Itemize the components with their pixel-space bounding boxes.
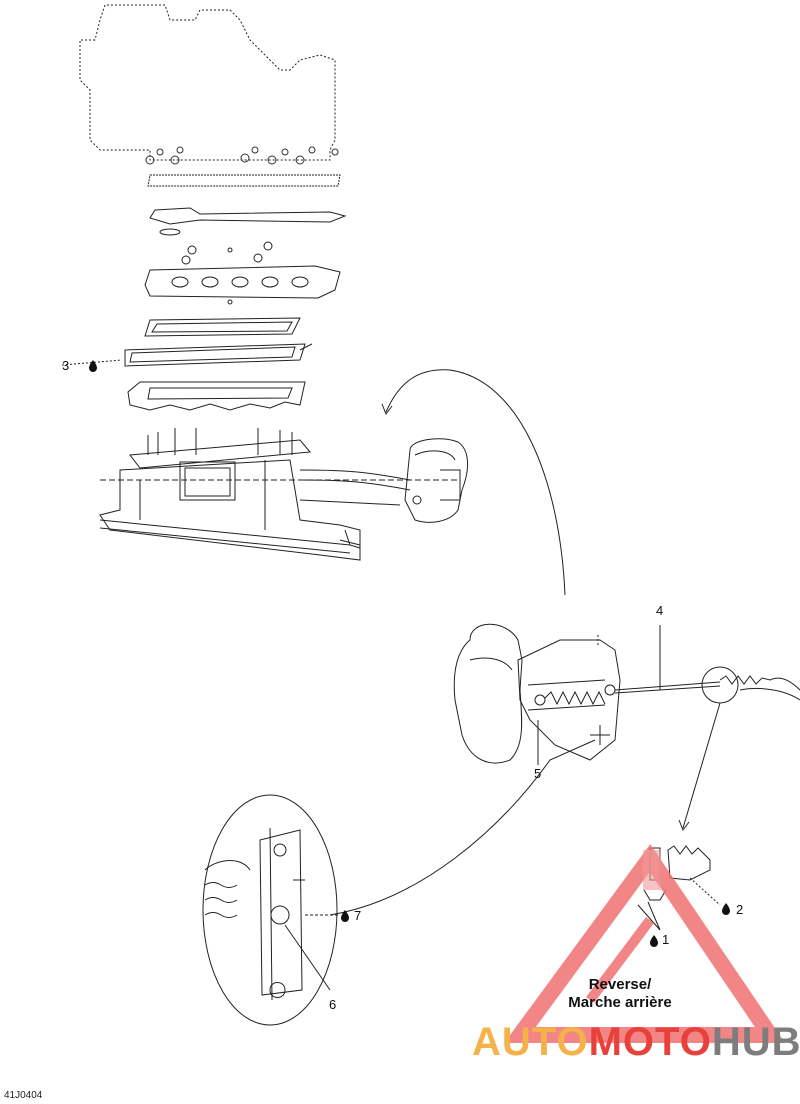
head-plate	[144, 265, 341, 299]
caption-line1: Reverse/	[588, 976, 652, 993]
callout-7: 7	[354, 908, 362, 923]
leader-zoom	[329, 739, 596, 916]
watermark-hub: HUB	[711, 1020, 800, 1064]
callout-5: 5	[534, 766, 542, 781]
engine-outline	[79, 4, 336, 161]
drop-icon	[89, 360, 730, 947]
callout-2: 2	[736, 902, 744, 917]
reverse-handle-top	[404, 438, 468, 523]
zoom-pivot-bolt	[270, 905, 290, 925]
callout-4: 4	[656, 603, 664, 618]
upper-gasket	[149, 207, 347, 225]
callout-6: 6	[329, 997, 337, 1012]
watermark-moto: MOTO	[588, 1020, 712, 1064]
zoom-spring	[204, 882, 238, 918]
cable-fitting	[719, 675, 800, 691]
callout-1: 1	[662, 932, 670, 947]
reverse-handle-lower	[453, 623, 523, 764]
caption-line2: Marche arrière	[568, 994, 672, 1011]
cable-item-4	[614, 681, 721, 691]
carb-base	[129, 439, 311, 469]
watermark-auto: AUTO	[472, 1020, 589, 1064]
cover-plate	[144, 317, 301, 337]
watermark-text: AUTOMOTOHUB	[472, 1020, 800, 1065]
o-ring	[159, 228, 181, 236]
reverse-caption: Reverse/ Marche arrière	[520, 976, 720, 1012]
return-spring	[544, 690, 606, 706]
carb-studs	[147, 428, 293, 455]
leader-upper	[385, 369, 566, 596]
head-gasket-strip	[147, 174, 341, 187]
carb-body	[99, 459, 361, 561]
lever-housing	[517, 639, 621, 761]
watermark-logo	[504, 844, 786, 1043]
grill-plate	[127, 381, 306, 411]
callout-3: 3	[62, 358, 70, 373]
figure-id: 41J0404	[4, 1090, 43, 1101]
zoom-ellipse	[202, 794, 338, 1026]
bolt-row	[145, 146, 339, 165]
detail-circle	[701, 666, 739, 704]
gasket-item-3	[124, 343, 306, 367]
